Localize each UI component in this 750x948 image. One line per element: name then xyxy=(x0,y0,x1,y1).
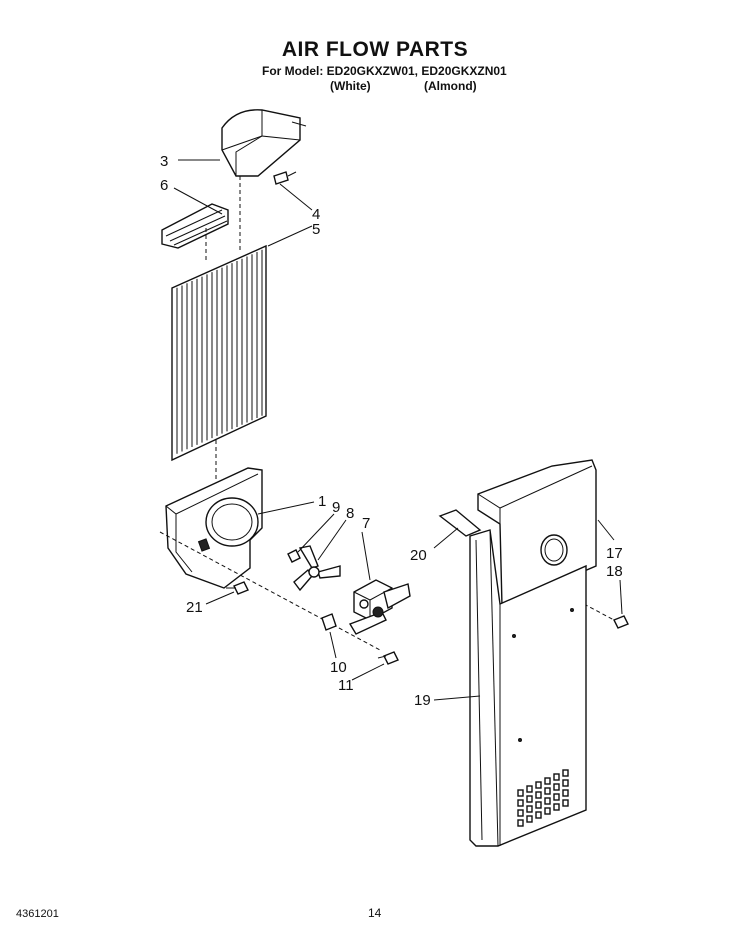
callout-8: 8 xyxy=(346,505,354,522)
part-screw-top xyxy=(273,171,297,185)
vent-slot xyxy=(535,811,542,819)
callout-17: 17 xyxy=(606,545,623,562)
vent-slot xyxy=(544,807,551,815)
part-upper-panel xyxy=(477,459,597,608)
callout-9: 9 xyxy=(332,499,340,516)
vent-slot xyxy=(535,781,542,789)
vent-slot xyxy=(562,799,569,807)
callout-7: 7 xyxy=(362,515,370,532)
vent-slot xyxy=(526,805,533,813)
callout-6: 6 xyxy=(160,177,168,194)
callout-3: 3 xyxy=(160,153,168,170)
vent-slot xyxy=(535,801,542,809)
part-gasket-strip xyxy=(438,509,482,537)
vent-slot xyxy=(517,819,524,827)
part-nut xyxy=(287,549,301,563)
callout-1: 1 xyxy=(318,493,326,510)
part-screw-shroud xyxy=(226,581,249,595)
part-fan-blade xyxy=(293,545,341,592)
vent-slot xyxy=(517,799,524,807)
callout-21: 21 xyxy=(186,599,203,616)
callout-4: 4 xyxy=(312,206,320,223)
callout-11: 11 xyxy=(338,677,354,694)
variant-almond: (Almond) xyxy=(424,79,477,93)
variant-white: (White) xyxy=(330,79,371,93)
callout-19: 19 xyxy=(414,692,431,709)
vent-slot xyxy=(553,783,560,791)
callout-labels: 3 6 4 5 1 9 8 7 20 17 18 21 10 11 19 xyxy=(160,153,623,709)
vent-slot xyxy=(553,803,560,811)
part-corrugated-panel xyxy=(171,244,267,480)
vent-slot xyxy=(562,779,569,787)
vent-slot xyxy=(544,797,551,805)
vent-slot xyxy=(553,773,560,781)
vent-slot xyxy=(562,769,569,777)
part-screw-motor xyxy=(377,651,399,665)
part-air-duct-cap xyxy=(221,109,307,252)
vent-slot xyxy=(517,789,524,797)
part-screw-panel xyxy=(583,603,629,629)
callout-5: 5 xyxy=(312,221,320,238)
vent-slot xyxy=(517,809,524,817)
model-line: For Model: ED20GKXZW01, ED20GKXZN01 xyxy=(262,64,507,78)
vent-slot xyxy=(544,787,551,795)
part-lower-panel xyxy=(469,529,587,847)
vent-slot xyxy=(553,793,560,801)
document-number: 4361201 xyxy=(16,908,59,920)
callout-18: 18 xyxy=(606,563,623,580)
vent-slot xyxy=(544,777,551,785)
part-fan-motor xyxy=(348,579,411,635)
part-fan-shroud xyxy=(165,467,263,589)
vent-slot xyxy=(526,795,533,803)
vent-slot xyxy=(526,785,533,793)
page-number: 14 xyxy=(368,906,382,920)
callout-20: 20 xyxy=(410,547,427,564)
leader-lines xyxy=(173,159,623,701)
vent-slot xyxy=(535,791,542,799)
page-title: AIR FLOW PARTS xyxy=(281,38,469,61)
part-grommet xyxy=(321,613,337,631)
callout-10: 10 xyxy=(330,659,347,676)
part-louver-grille xyxy=(161,203,229,260)
vent-slot xyxy=(562,789,569,797)
vent-slot xyxy=(526,815,533,823)
